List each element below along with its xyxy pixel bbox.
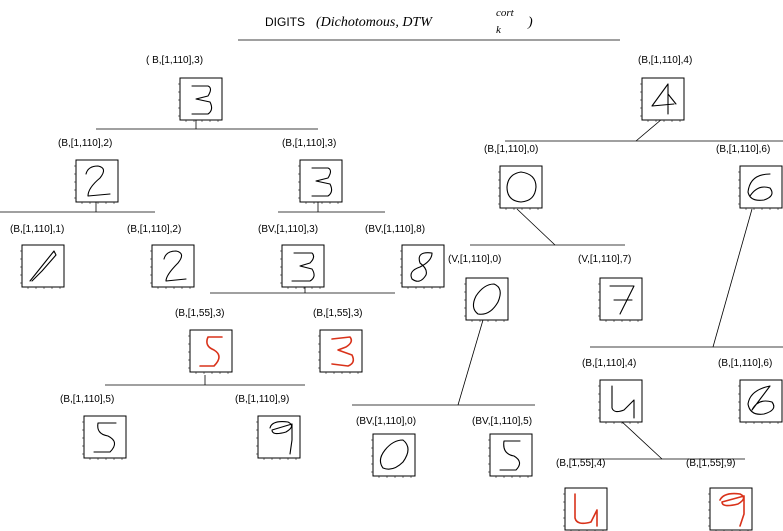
digit-trajectory	[93, 422, 117, 453]
tree-node: (B,[1,55],3)	[175, 308, 233, 374]
digit-trajectory	[85, 165, 111, 197]
tree-node: (BV,[1,110],3)	[258, 224, 325, 289]
tree-node: (B,[1,110],0)	[484, 144, 543, 210]
digit-trajectory	[379, 439, 409, 470]
highlighted-digit-trajectory	[574, 493, 598, 527]
tree-edges	[0, 118, 783, 460]
tree-node: (B,[1,110],3)	[282, 138, 343, 204]
digit-trajectory	[499, 440, 521, 471]
digit-trajectory	[163, 250, 187, 282]
highlighted-digit-trajectory	[719, 492, 745, 527]
node-label: (BV,[1,110],8)	[365, 224, 425, 235]
glyph-thumbnail-frame	[599, 277, 643, 321]
tree-node: (B,[1,110],2)	[58, 138, 119, 204]
digit-trajectory	[269, 421, 293, 455]
node-label: (B,[1,55],9)	[686, 458, 735, 469]
tree-node: (V,[1,110],7)	[578, 254, 643, 322]
title-prefix: DIGITS	[265, 15, 305, 29]
tree-node: (BV,[1,110],0)	[356, 416, 416, 478]
digit-trajectory	[311, 167, 333, 197]
digit-trajectory	[609, 285, 635, 315]
glyph-thumbnail-frame	[599, 379, 643, 423]
diagram-title: DIGITS (Dichotomous, DTW cort k )	[238, 7, 620, 41]
glyph-thumbnail-frame	[179, 77, 223, 121]
digit-trajectory	[747, 173, 773, 201]
tree-node: (B,[1,110],6)	[718, 358, 783, 424]
tree-node: (B,[1,55],9)	[686, 458, 753, 531]
node-label: (B,[1,110],9)	[235, 394, 289, 405]
node-label: (B,[1,110],1)	[10, 224, 64, 235]
digit-trajectory	[472, 283, 501, 315]
title-formula-close: )	[527, 15, 533, 30]
tree-node: (V,[1,110],0)	[448, 254, 509, 322]
digit-trajectory	[410, 252, 433, 282]
node-label: (B,[1,110],5)	[60, 394, 114, 405]
tree-node: (B,[1,110],5)	[60, 394, 127, 460]
node-label: (B,[1,110],3)	[282, 138, 336, 149]
tree-node: (B,[1,110],2)	[127, 224, 195, 289]
glyph-thumbnail-frame	[465, 277, 509, 321]
node-label: (BV,[1,110],5)	[472, 416, 532, 427]
tree-node: (B,[1,110],4)	[582, 358, 643, 424]
glyph-thumbnail-frame	[281, 244, 325, 288]
digit-trajectory	[191, 85, 213, 115]
node-label: (B,[1,110],2)	[127, 224, 181, 235]
glyph-thumbnail-frame	[641, 77, 685, 121]
node-label: ( B,[1,110],3)	[146, 55, 203, 66]
tree-node: (BV,[1,110],8)	[365, 224, 445, 289]
node-label: (BV,[1,110],3)	[258, 224, 318, 235]
tree-node: (B,[1,55],4)	[556, 458, 608, 531]
tree-node: (B,[1,110],1)	[10, 224, 65, 289]
tree-node: ( B,[1,110],3)	[146, 55, 223, 122]
glyph-thumbnail-frame	[739, 379, 783, 423]
glyph-thumbnail-frame	[299, 159, 343, 203]
digit-trajectory	[747, 385, 775, 415]
digit-trajectory	[506, 171, 537, 203]
highlighted-digit-trajectory	[331, 336, 355, 367]
digit-trajectory	[291, 252, 315, 282]
tree-node: (B,[1,110],9)	[235, 394, 301, 460]
node-label: (B,[1,110],2)	[58, 138, 112, 149]
node-label: (BV,[1,110],0)	[356, 416, 416, 427]
highlighted-digit-trajectory	[199, 336, 223, 367]
digit-trajectory	[29, 250, 57, 282]
title-formula-sub: k	[496, 24, 502, 36]
tree-node: (B,[1,55],3)	[313, 308, 363, 374]
digit-trajectory	[611, 385, 635, 419]
node-label: (B,[1,110],4)	[638, 55, 692, 66]
glyph-thumbnail-frame	[21, 244, 65, 288]
title-formula-sup: cort	[496, 7, 515, 19]
node-label: (B,[1,110],6)	[716, 144, 770, 155]
node-label: (B,[1,110],4)	[582, 358, 636, 369]
tree-node: (B,[1,110],4)	[638, 55, 692, 122]
tree-nodes: ( B,[1,110],3) (B,[1,110],2) (B,[1,110],3)…	[10, 55, 783, 531]
node-label: (V,[1,110],7)	[578, 254, 631, 265]
node-label: (V,[1,110],0)	[448, 254, 501, 265]
node-label: (B,[1,55],3)	[313, 308, 362, 319]
glyph-thumbnail-frame	[257, 415, 301, 459]
tree-node: (B,[1,110],6)	[716, 144, 783, 210]
node-label: (B,[1,55],4)	[556, 458, 605, 469]
title-formula: (Dichotomous, DTW	[316, 15, 433, 30]
node-label: (B,[1,55],3)	[175, 308, 224, 319]
tree-node: (BV,[1,110],5)	[472, 416, 533, 478]
digit-trajectory	[651, 83, 677, 115]
glyph-thumbnail-frame	[372, 433, 416, 477]
node-label: (B,[1,110],6)	[718, 358, 772, 369]
node-label: (B,[1,110],0)	[484, 144, 538, 155]
glyph-thumbnail-frame	[709, 487, 753, 531]
